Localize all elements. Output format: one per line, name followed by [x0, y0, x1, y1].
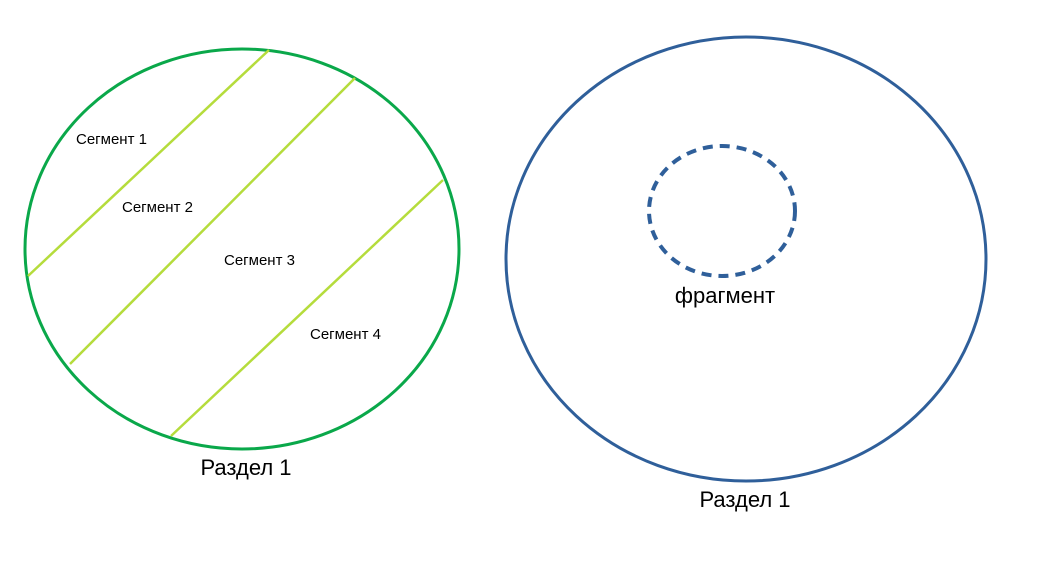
segment-label-2: Сегмент 2	[122, 199, 193, 216]
segment-label-1: Сегмент 1	[76, 131, 147, 148]
segment-divider-2	[69, 77, 356, 365]
segment-divider-1	[27, 49, 270, 277]
right-partition-circle	[504, 35, 988, 483]
segment-divider-3	[170, 179, 444, 437]
left-partition-diagram: Сегмент 1 Сегмент 2 Сегмент 3 Сегмент 4 …	[23, 47, 461, 480]
segment-label-3: Сегмент 3	[224, 252, 295, 269]
right-partition-caption: Раздел 1	[699, 487, 790, 512]
fragment-circle	[647, 144, 797, 278]
right-partition-diagram: фрагмент Раздел 1	[504, 35, 988, 512]
segment-label-4: Сегмент 4	[310, 326, 381, 343]
left-partition-caption: Раздел 1	[200, 455, 291, 480]
left-partition-circle	[23, 47, 461, 451]
fragment-label: фрагмент	[675, 283, 775, 308]
